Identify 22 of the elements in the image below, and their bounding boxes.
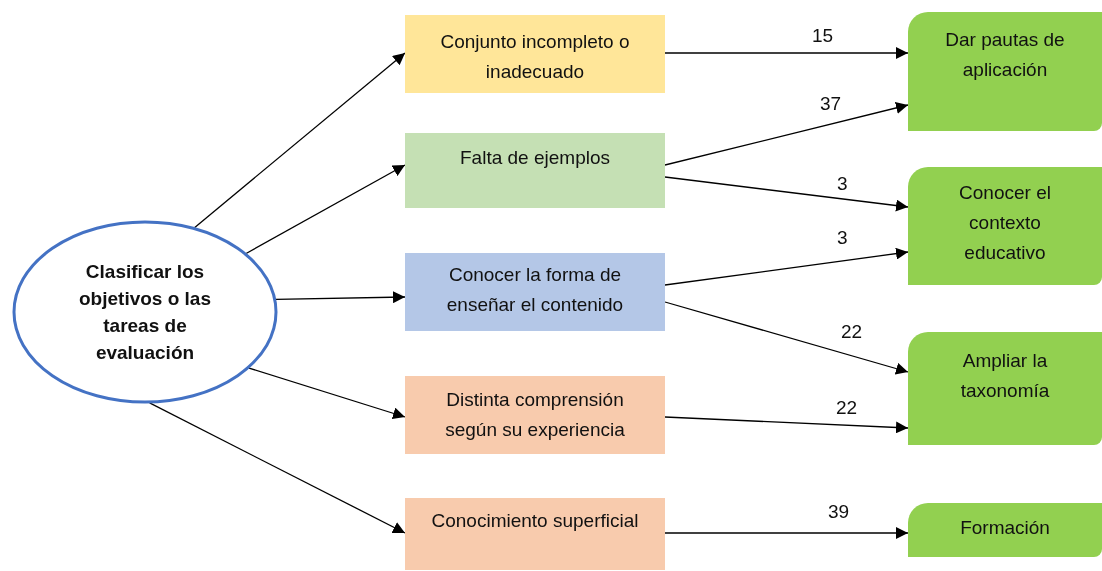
process-box: Conocimiento superficial [405,498,665,570]
arrow [664,102,909,166]
arrow [248,367,406,420]
arrow [664,247,909,286]
arrow [148,402,406,534]
arrow [245,164,406,255]
process-box: Conocer el contexto educativo [908,167,1102,285]
arrow [664,416,909,434]
process-box: Distinta comprensión según su experiencia [405,376,665,454]
arrow [664,301,909,375]
process-box: Falta de ejemplos [405,133,665,208]
process-box: Ampliar la taxonomía [908,332,1102,445]
process-box: Dar pautas de aplicación [908,12,1102,131]
arrow [275,291,406,304]
process-box: Conjunto incompleto o inadecuado [405,15,665,93]
ellipse-node: Clasificar los objetivos o las tareas de evaluación [12,220,278,404]
process-box: Conocer la forma de enseñar el contenido [405,253,665,331]
process-box: Formación [908,503,1102,557]
arrow [664,176,909,212]
arrow [664,47,909,59]
arrow [193,52,406,229]
arrow [664,527,909,539]
